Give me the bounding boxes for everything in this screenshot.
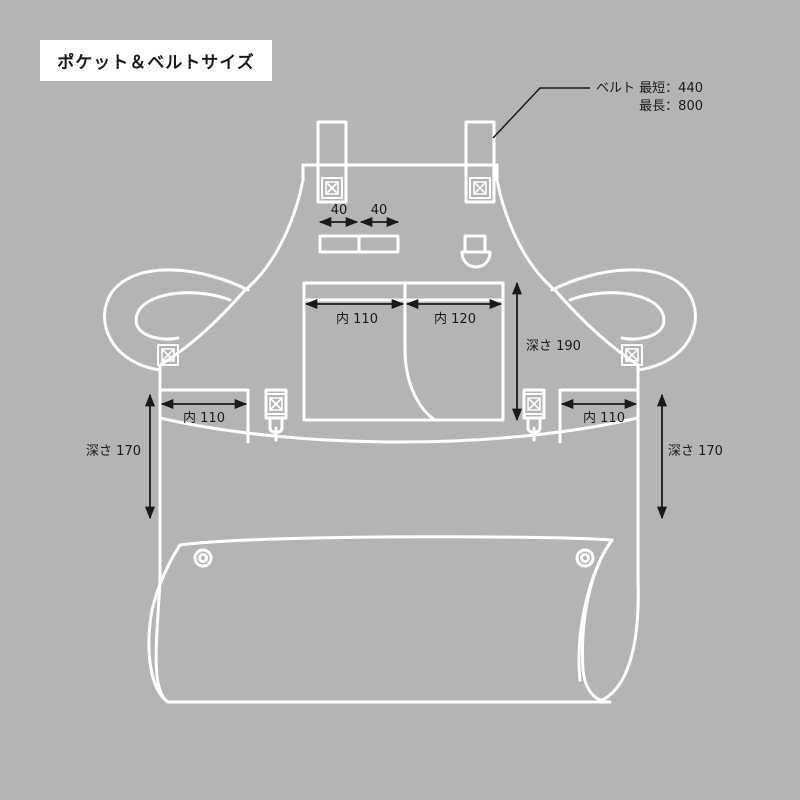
left-belt-loop bbox=[103, 268, 250, 372]
belt-note-line1: ベルト 最短：440 bbox=[596, 81, 703, 96]
right-side-pocket bbox=[558, 388, 640, 444]
pen-right-label: 40 bbox=[371, 203, 388, 218]
diagram-title: ポケット＆ベルトサイズ bbox=[57, 53, 255, 73]
title-box: ポケット＆ベルトサイズ bbox=[40, 40, 272, 81]
right-belt-loop bbox=[550, 268, 697, 372]
side-left-width-label: 内 110 bbox=[183, 410, 225, 426]
chest-depth-label: 深さ 190 bbox=[526, 339, 581, 354]
right-strap-tab bbox=[464, 120, 496, 204]
waist-curve bbox=[158, 416, 640, 444]
side-right-depth-label: 深さ 170 bbox=[668, 444, 723, 459]
side-left-depth-label: 深さ 170 bbox=[86, 444, 141, 459]
pen-left-label: 40 bbox=[331, 203, 348, 218]
left-side-pocket bbox=[158, 388, 250, 444]
side-right-width-label: 内 110 bbox=[583, 410, 625, 426]
lower-pocket bbox=[147, 535, 614, 704]
chest-pocket bbox=[302, 281, 505, 422]
chest-left-label: 内 110 bbox=[336, 311, 378, 327]
belt-note-line2: 最長：800 bbox=[639, 99, 703, 114]
left-strap-tab bbox=[316, 120, 348, 204]
belt-note-leader bbox=[492, 87, 590, 139]
chest-right-label: 内 120 bbox=[434, 311, 476, 327]
